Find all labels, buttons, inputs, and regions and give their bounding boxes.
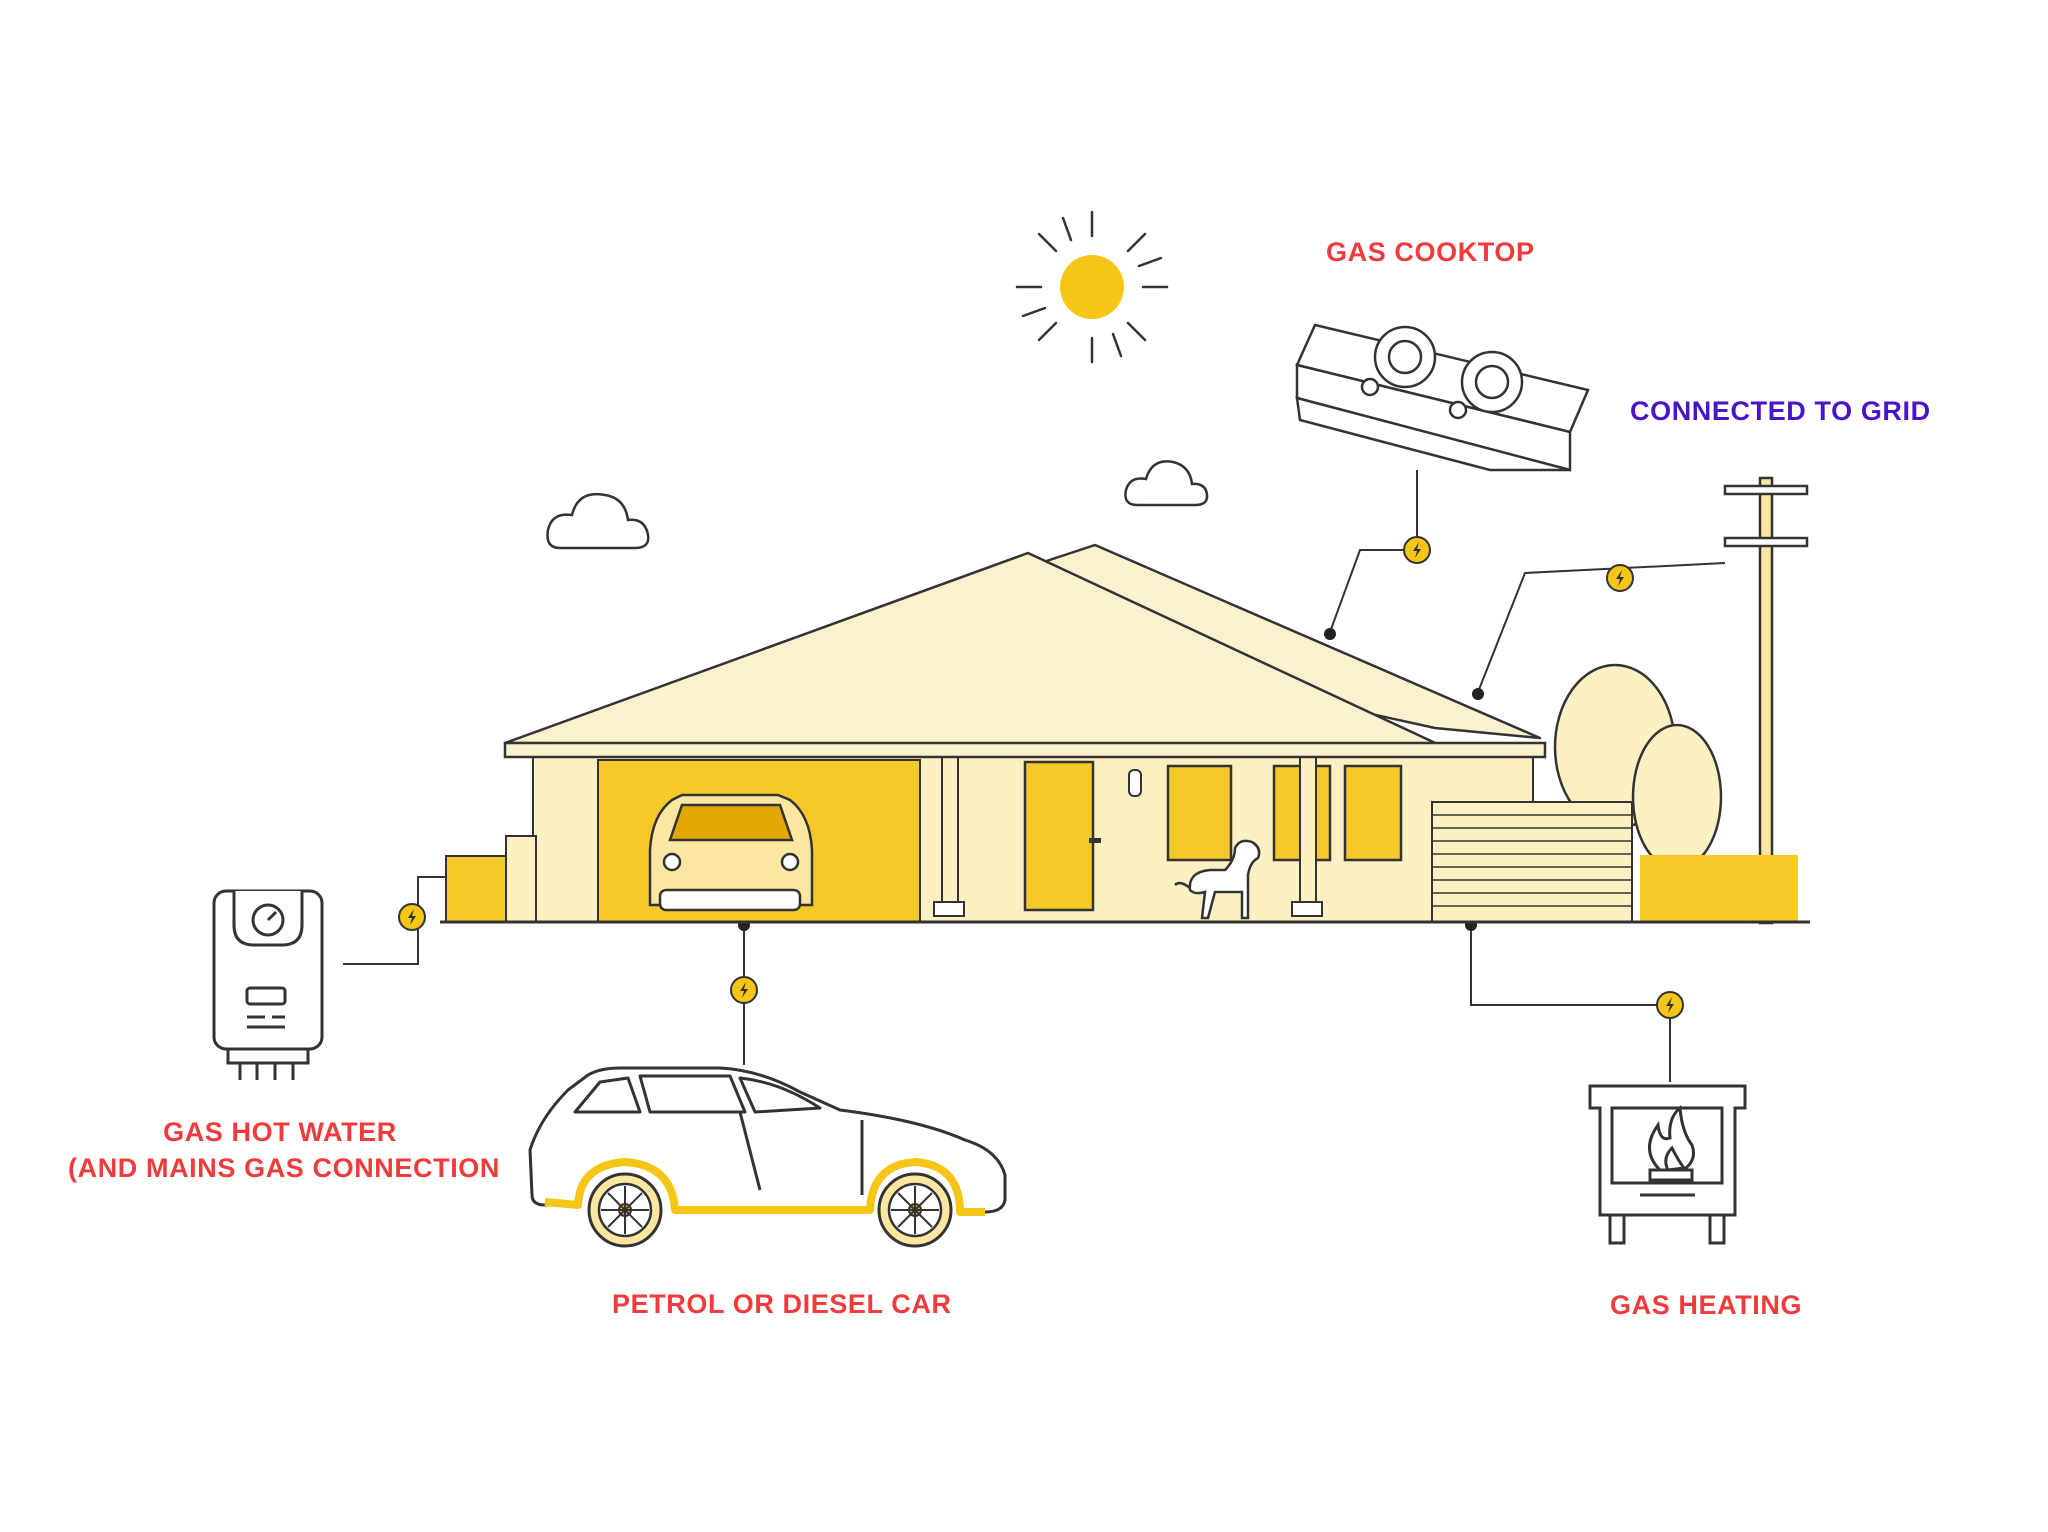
gas-hot-water-label: GAS HOT WATER (AND MAINS GAS CONNECTION (68, 1114, 500, 1187)
lightning-bolt-icon (1403, 536, 1431, 564)
sun-icon (1015, 210, 1169, 364)
power-pole-icon (1723, 476, 1809, 925)
gas-heating-label: GAS HEATING (1610, 1290, 1803, 1320)
lightning-bolt-icon (730, 976, 758, 1004)
dog-icon (1174, 839, 1261, 920)
lightning-bolt-icon (398, 903, 426, 931)
cloud-icon (546, 492, 650, 550)
lightning-bolt-icon (1606, 564, 1634, 592)
petrol-car-icon (528, 1066, 1007, 1216)
petrol-car-label: PETROL OR DIESEL CAR (612, 1289, 952, 1319)
hedge (1640, 855, 1798, 923)
gas-cooktop-icon (1295, 323, 1590, 472)
gas-hot-water-label-line1: GAS HOT WATER (163, 1117, 397, 1147)
car-wheel-icon (877, 1172, 953, 1248)
gas-hot-water-label-line2: (AND MAINS GAS CONNECTION (68, 1153, 500, 1184)
connected-to-grid-label: CONNECTED TO GRID (1630, 396, 1931, 426)
gas-cooktop-label: GAS COOKTOP (1326, 237, 1535, 267)
garage-car-icon (648, 793, 814, 912)
lightning-bolt-icon (1656, 991, 1684, 1019)
gas-heater-icon (1588, 1084, 1747, 1245)
cloud-icon (1124, 460, 1209, 507)
hot-water-unit-icon (212, 889, 324, 1080)
car-wheel-icon (587, 1172, 663, 1248)
